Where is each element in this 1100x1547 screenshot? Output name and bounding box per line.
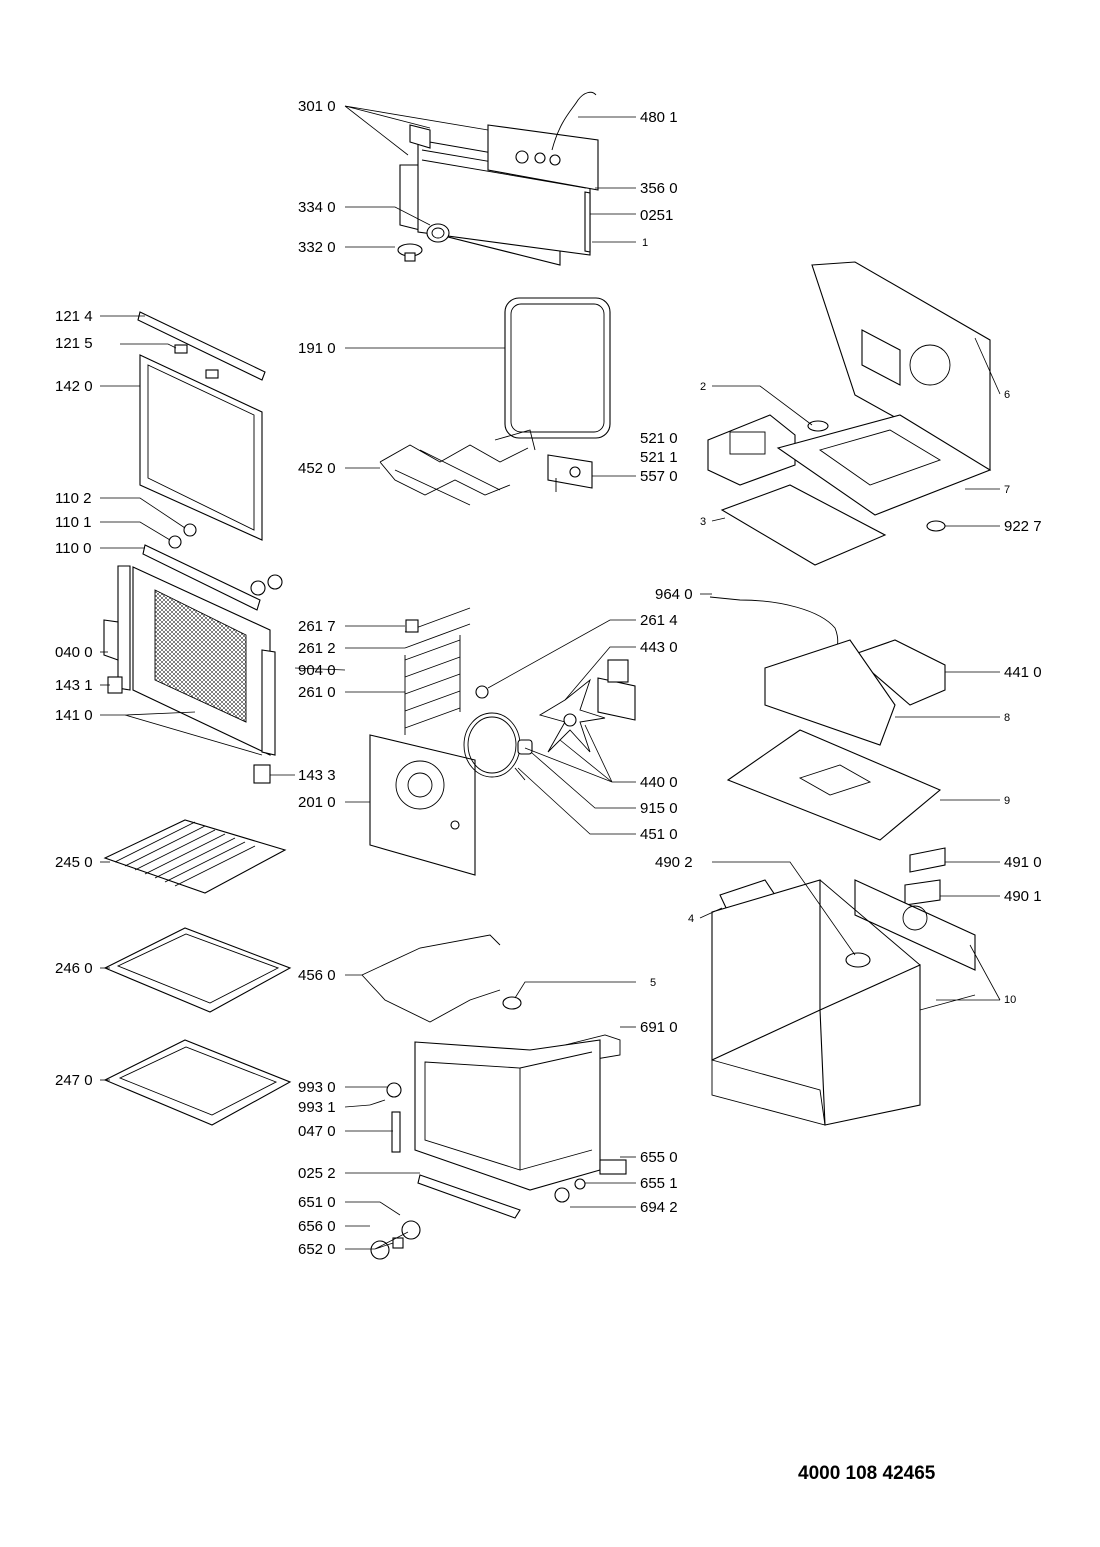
label-2: 2 [700,381,706,393]
grill-heating-element [379,429,536,506]
shelf-rack-rails [404,607,471,735]
door-top-trim [137,311,266,381]
label-1: 1 [642,237,648,249]
control-panel-assembly [399,91,599,266]
label-521-1: 521 1 [640,449,678,466]
label-143-3: 143 3 [298,767,336,784]
label-694-2: 694 2 [640,1199,678,1216]
label-121-5: 121 5 [55,335,93,352]
label-261-0: 261 0 [298,684,336,701]
label-121-4: 121 4 [55,308,93,325]
label-3: 3 [700,516,706,528]
label-261-2: 261 2 [298,640,336,657]
label-443-0: 443 0 [640,639,678,656]
label-521-0: 521 0 [640,430,678,447]
document-number: 4000 108 42465 [798,1463,936,1484]
label-904-0: 904 0 [298,662,336,679]
label-656-0: 656 0 [298,1218,336,1235]
door-gasket [504,297,611,439]
door-hinge-right [253,764,271,784]
label-993-0: 993 0 [298,1079,336,1096]
label-110-0: 110 0 [55,540,91,557]
fan-nut [517,739,533,755]
label-245-0: 245 0 [55,854,93,871]
deep-roasting-pan [103,1039,292,1126]
label-261-7: 261 7 [298,618,336,635]
label-143-1: 143 1 [55,677,93,694]
label-5: 5 [650,977,656,989]
label-142-0: 142 0 [55,378,93,395]
oven-cavity [414,1039,601,1219]
label-356-0: 356 0 [640,180,678,197]
hinge-bracket-691 [564,1034,621,1061]
label-490-1: 490 1 [1004,888,1042,905]
top-cover-and-electronics [707,261,992,566]
label-247-0: 247 0 [55,1072,93,1089]
leader-lines [100,105,1001,1250]
inner-door-glass [139,354,263,541]
label-0251: 0251 [640,207,673,224]
outer-door-panel [117,565,276,756]
label-7: 7 [1004,484,1010,496]
control-knob [397,243,423,262]
label-261-4: 261 4 [640,612,678,629]
label-456-0: 456 0 [298,967,336,984]
label-915-0: 915 0 [640,800,678,817]
label-301-0: 301 0 [298,98,336,115]
label-8: 8 [1004,712,1010,724]
label-110-2: 110 2 [55,490,91,507]
fan-motor [597,659,636,721]
label-6: 6 [1004,389,1010,401]
fan-blade [538,678,606,753]
label-025-2: 025 2 [298,1165,336,1182]
right-bottom-assembly [711,847,976,1126]
door-glass-spacers [168,523,283,596]
element-bracket [547,454,593,492]
rear-lamp [475,685,489,699]
part-labels: 301 0 480 1 356 0 0251 1 334 0 332 0 121… [55,98,1042,1258]
label-334-0: 334 0 [298,199,336,216]
knob-bezel [426,223,450,243]
label-191-0: 191 0 [298,340,336,357]
door-frame-top [142,544,261,611]
label-10: 10 [1004,994,1016,1006]
label-480-1: 480 1 [640,109,678,126]
label-964-0: 964 0 [655,586,693,603]
lower-heating-element [361,934,501,1023]
label-452-0: 452 0 [298,460,336,477]
fan-back-panel [369,734,476,876]
baking-tray [103,927,292,1013]
label-655-0: 655 0 [640,1149,678,1166]
label-993-1: 993 1 [298,1099,336,1116]
label-201-0: 201 0 [298,794,336,811]
label-922-7: 922 7 [1004,518,1042,535]
label-246-0: 246 0 [55,960,93,977]
label-691-0: 691 0 [640,1019,678,1036]
label-141-0: 141 0 [55,707,93,724]
label-440-0: 440 0 [640,774,678,791]
label-441-0: 441 0 [1004,664,1042,681]
label-110-1: 110 1 [55,514,91,531]
label-451-0: 451 0 [640,826,678,843]
label-047-0: 047 0 [298,1123,336,1140]
right-middle-assembly [709,596,946,841]
label-9: 9 [1004,795,1010,807]
wire-shelf [103,819,287,894]
label-652-0: 652 0 [298,1241,336,1258]
lamp-cover [502,996,522,1010]
label-655-1: 655 1 [640,1175,678,1192]
label-040-0: 040 0 [55,644,93,661]
label-557-0: 557 0 [640,468,678,485]
label-332-0: 332 0 [298,239,336,256]
label-651-0: 651 0 [298,1194,336,1211]
label-491-0: 491 0 [1004,854,1042,871]
label-4: 4 [688,913,694,925]
label-490-2: 490 2 [655,854,693,871]
